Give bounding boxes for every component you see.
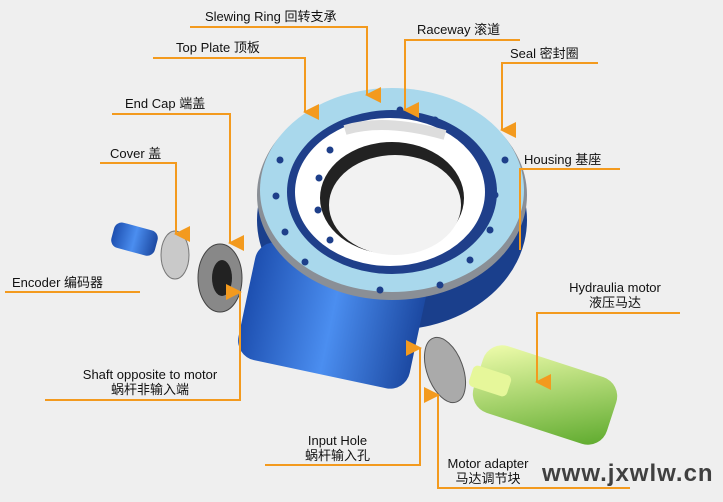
label-motor-adapter: Motor adapter 马达调节块	[440, 456, 536, 486]
label-seal: Seal 密封圈	[510, 46, 579, 61]
label-input-hole: Input Hole 蜗杆输入孔	[290, 433, 385, 463]
label-slewing-ring: Slewing Ring 回转支承	[205, 9, 337, 24]
label-shaft-cn: 蜗杆非输入端	[110, 382, 189, 397]
label-cover: Cover 盖	[110, 146, 162, 161]
label-motor-en: Hydraulia motor	[569, 280, 661, 295]
label-end-cap: End Cap 端盖	[125, 96, 206, 111]
raceway-rollers	[343, 120, 447, 140]
label-adapter-cn: 马达调节块	[455, 471, 521, 486]
end-cap	[197, 243, 243, 313]
leader-lines	[5, 26, 680, 489]
label-shaft-en: Shaft opposite to motor	[82, 367, 218, 382]
cover	[160, 230, 190, 280]
label-input-en: Input Hole	[307, 433, 368, 448]
label-adapter-en: Motor adapter	[447, 456, 529, 471]
encoder	[111, 222, 158, 256]
label-top-plate: Top Plate 顶板	[176, 40, 260, 55]
label-motor-cn: 液压马达	[588, 295, 641, 310]
label-shaft: Shaft opposite to motor 蜗杆非输入端	[70, 367, 230, 397]
label-input-cn: 蜗杆输入孔	[304, 448, 370, 463]
label-housing: Housing 基座	[524, 152, 602, 167]
label-encoder: Encoder 编码器	[12, 275, 104, 290]
motor-adapter	[423, 336, 467, 404]
watermark: www.jxwlw.cn	[542, 460, 714, 487]
label-raceway: Raceway 滚道	[417, 22, 501, 37]
slewing-ring	[257, 88, 527, 300]
hydraulic-motor	[468, 345, 618, 445]
label-motor: Hydraulia motor 液压马达	[560, 280, 670, 310]
